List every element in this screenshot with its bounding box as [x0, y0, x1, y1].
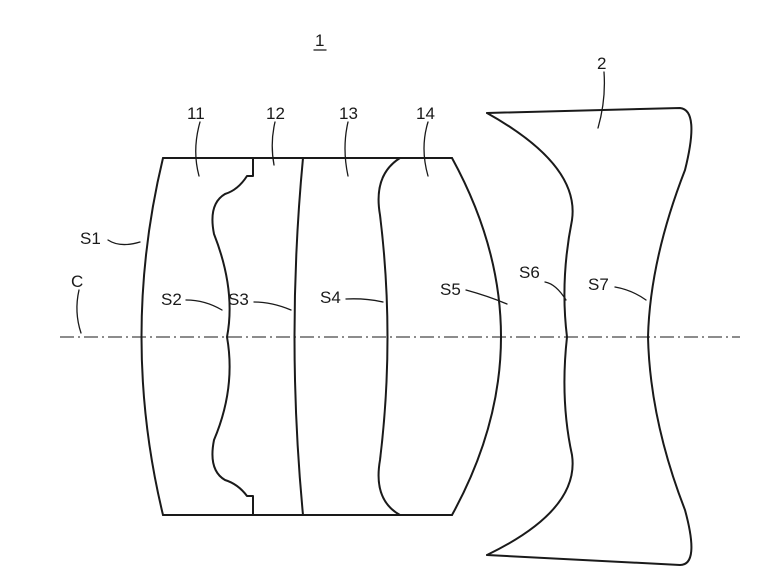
component-leaders	[195, 71, 606, 177]
label-s4: S4	[320, 288, 341, 307]
surface-s3	[293, 157, 304, 516]
label-lens-13: 13	[339, 104, 358, 123]
assembly-label: 1	[315, 31, 324, 50]
label-lens-14: 14	[416, 104, 435, 123]
leader-2	[597, 71, 606, 129]
surface-s2	[211, 157, 254, 516]
label-lens-11: 11	[187, 104, 205, 123]
leader-s2	[185, 299, 223, 311]
leader-lines	[76, 239, 647, 334]
leader-s4	[345, 298, 384, 303]
label-element-2: 2	[597, 54, 606, 73]
surface-s6	[486, 112, 574, 556]
leader-11	[195, 121, 201, 177]
surface-s5	[451, 157, 502, 516]
label-s7: S7	[588, 275, 609, 294]
surface-s1	[140, 157, 164, 516]
leader-s6	[544, 281, 567, 301]
leader-s5	[465, 289, 508, 305]
leader-12	[271, 121, 276, 166]
leader-s7	[614, 286, 647, 301]
label-lens-12: 12	[266, 104, 285, 123]
label-s2: S2	[161, 290, 182, 309]
label-axis-c: C	[71, 272, 83, 291]
leader-s3	[253, 301, 292, 311]
leader-s1	[107, 239, 141, 246]
label-s6: S6	[519, 263, 540, 282]
label-s5: S5	[440, 280, 461, 299]
surface-s4	[377, 157, 401, 516]
leader-13	[344, 121, 349, 177]
label-s1: S1	[80, 229, 101, 248]
element-2-outline	[486, 107, 693, 566]
label-s3: S3	[228, 290, 249, 309]
leader-14	[423, 121, 429, 177]
leader-axis-c	[76, 289, 82, 334]
